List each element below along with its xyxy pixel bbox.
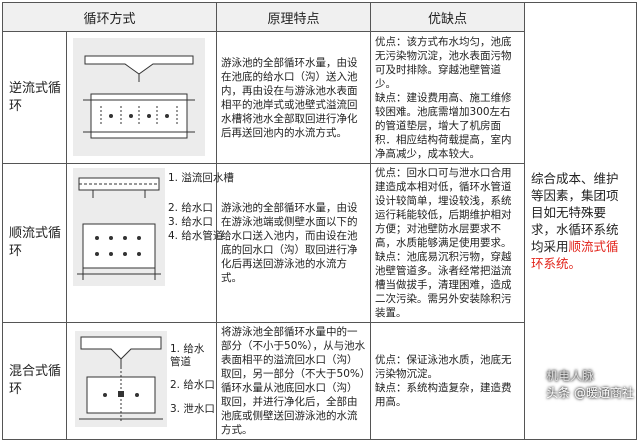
summary-highlight: 顺流式循环系统。 bbox=[531, 239, 619, 271]
watermark-text: 头条 @暖通商社 bbox=[546, 386, 634, 400]
pros-cons-counterflow: 优点：该方式布水均匀，池底无污染物沉淀，池水表面污物可及时排除。穿越池壁管道少。… bbox=[370, 31, 526, 164]
diagram-downflow: 1. 溢流回水槽 2. 给水口 3. 给水口 4. 给水管道 bbox=[65, 163, 234, 323]
watermark-faint: 机电人脉 bbox=[546, 369, 595, 383]
downflow-label-4: 4. 给水管道 bbox=[168, 230, 224, 242]
downflow-diagram-image bbox=[73, 168, 165, 286]
summary-text: 综合成本、维护等因素，集团项目如无特殊要求，水循环系统均采用 bbox=[531, 171, 619, 254]
principle-downflow: 游泳池的全部循环水量，由设在游泳池端或侧壁水面以下的给水口送入池内，而由设在池底… bbox=[216, 163, 372, 323]
header-principle: 原理特点 bbox=[216, 2, 372, 32]
pros-mixed: 优点：保证泳池水质，池底无污染物沉淀。 bbox=[375, 354, 512, 380]
diagram-mixed: 1. 给水管道 2. 给水口 3. 泄水口 bbox=[65, 322, 218, 440]
mixed-diagram-image bbox=[75, 331, 167, 427]
row-counterflow: 逆流式循环 游泳池的全部循环水量，由设在池底的给水口（沟）送入池内，再由设在与游… bbox=[2, 31, 637, 164]
downflow-label-3: 3. 给水口 bbox=[168, 216, 213, 228]
row-downflow: 顺流式循环 1. 溢流回水槽 2. 给水口 3. 给水口 4. 给水管道 游泳池… bbox=[2, 163, 637, 323]
pros-cons-downflow: 优点：回水口可与泄水口合用建造成本相对低，循环水管道设计较简单，埋设较浅，系统运… bbox=[370, 163, 526, 323]
method-mixed: 混合式循环 bbox=[2, 322, 67, 440]
principle-mixed: 将游泳池全部循环水量中的一部分（不小于50%），从与池水表面相平的溢流回水口（沟… bbox=[216, 322, 372, 440]
method-downflow: 顺流式循环 bbox=[2, 163, 67, 323]
cons-counterflow: 缺点：建设费用高、施工维修较困难。池底需增加300左右的管道垫层，增大了机房面积… bbox=[375, 91, 512, 160]
cons-downflow: 缺点：池底易沉积污物，穿越池壁管道多。泳者经常把溢流槽当做拔手，清理困难，造成二… bbox=[375, 251, 512, 319]
pros-counterflow: 优点：该方式布水均匀，池底无污染物沉淀，池水表面污物可及时排除。穿越池壁管道少。 bbox=[375, 35, 512, 90]
mixed-label-2: 2. 给水口 bbox=[170, 379, 215, 391]
header-pros-cons: 优缺点 bbox=[370, 2, 526, 32]
counterflow-diagram-image bbox=[73, 38, 205, 156]
mixed-label-1: 1. 给水管道 bbox=[170, 343, 205, 368]
watermark: 机电人脉 头条 @暖通商社 bbox=[546, 367, 634, 401]
header-method: 循环方式 bbox=[1, 2, 218, 32]
method-counterflow: 逆流式循环 bbox=[2, 31, 67, 164]
diagram-counterflow bbox=[65, 31, 218, 164]
summary-cell: 综合成本、维护等因素，集团项目如无特殊要求，水循环系统均采用顺流式循环系统。 bbox=[524, 2, 638, 440]
pros-cons-mixed: 优点：保证泳池水质，池底无污染物沉淀。 缺点：系统构造复杂，建造费用高。 bbox=[370, 322, 526, 440]
principle-counterflow: 游泳池的全部循环水量，由设在池底的给水口（沟）送入池内，再由设在与游泳池水表面相… bbox=[216, 31, 372, 164]
pros-downflow: 优点：回水口可与泄水口合用建造成本相对低，循环水管道设计较简单，埋设较浅，系统运… bbox=[375, 167, 512, 249]
downflow-label-1: 1. 溢流回水槽 bbox=[168, 172, 234, 184]
downflow-label-2: 2. 给水口 bbox=[168, 202, 213, 214]
